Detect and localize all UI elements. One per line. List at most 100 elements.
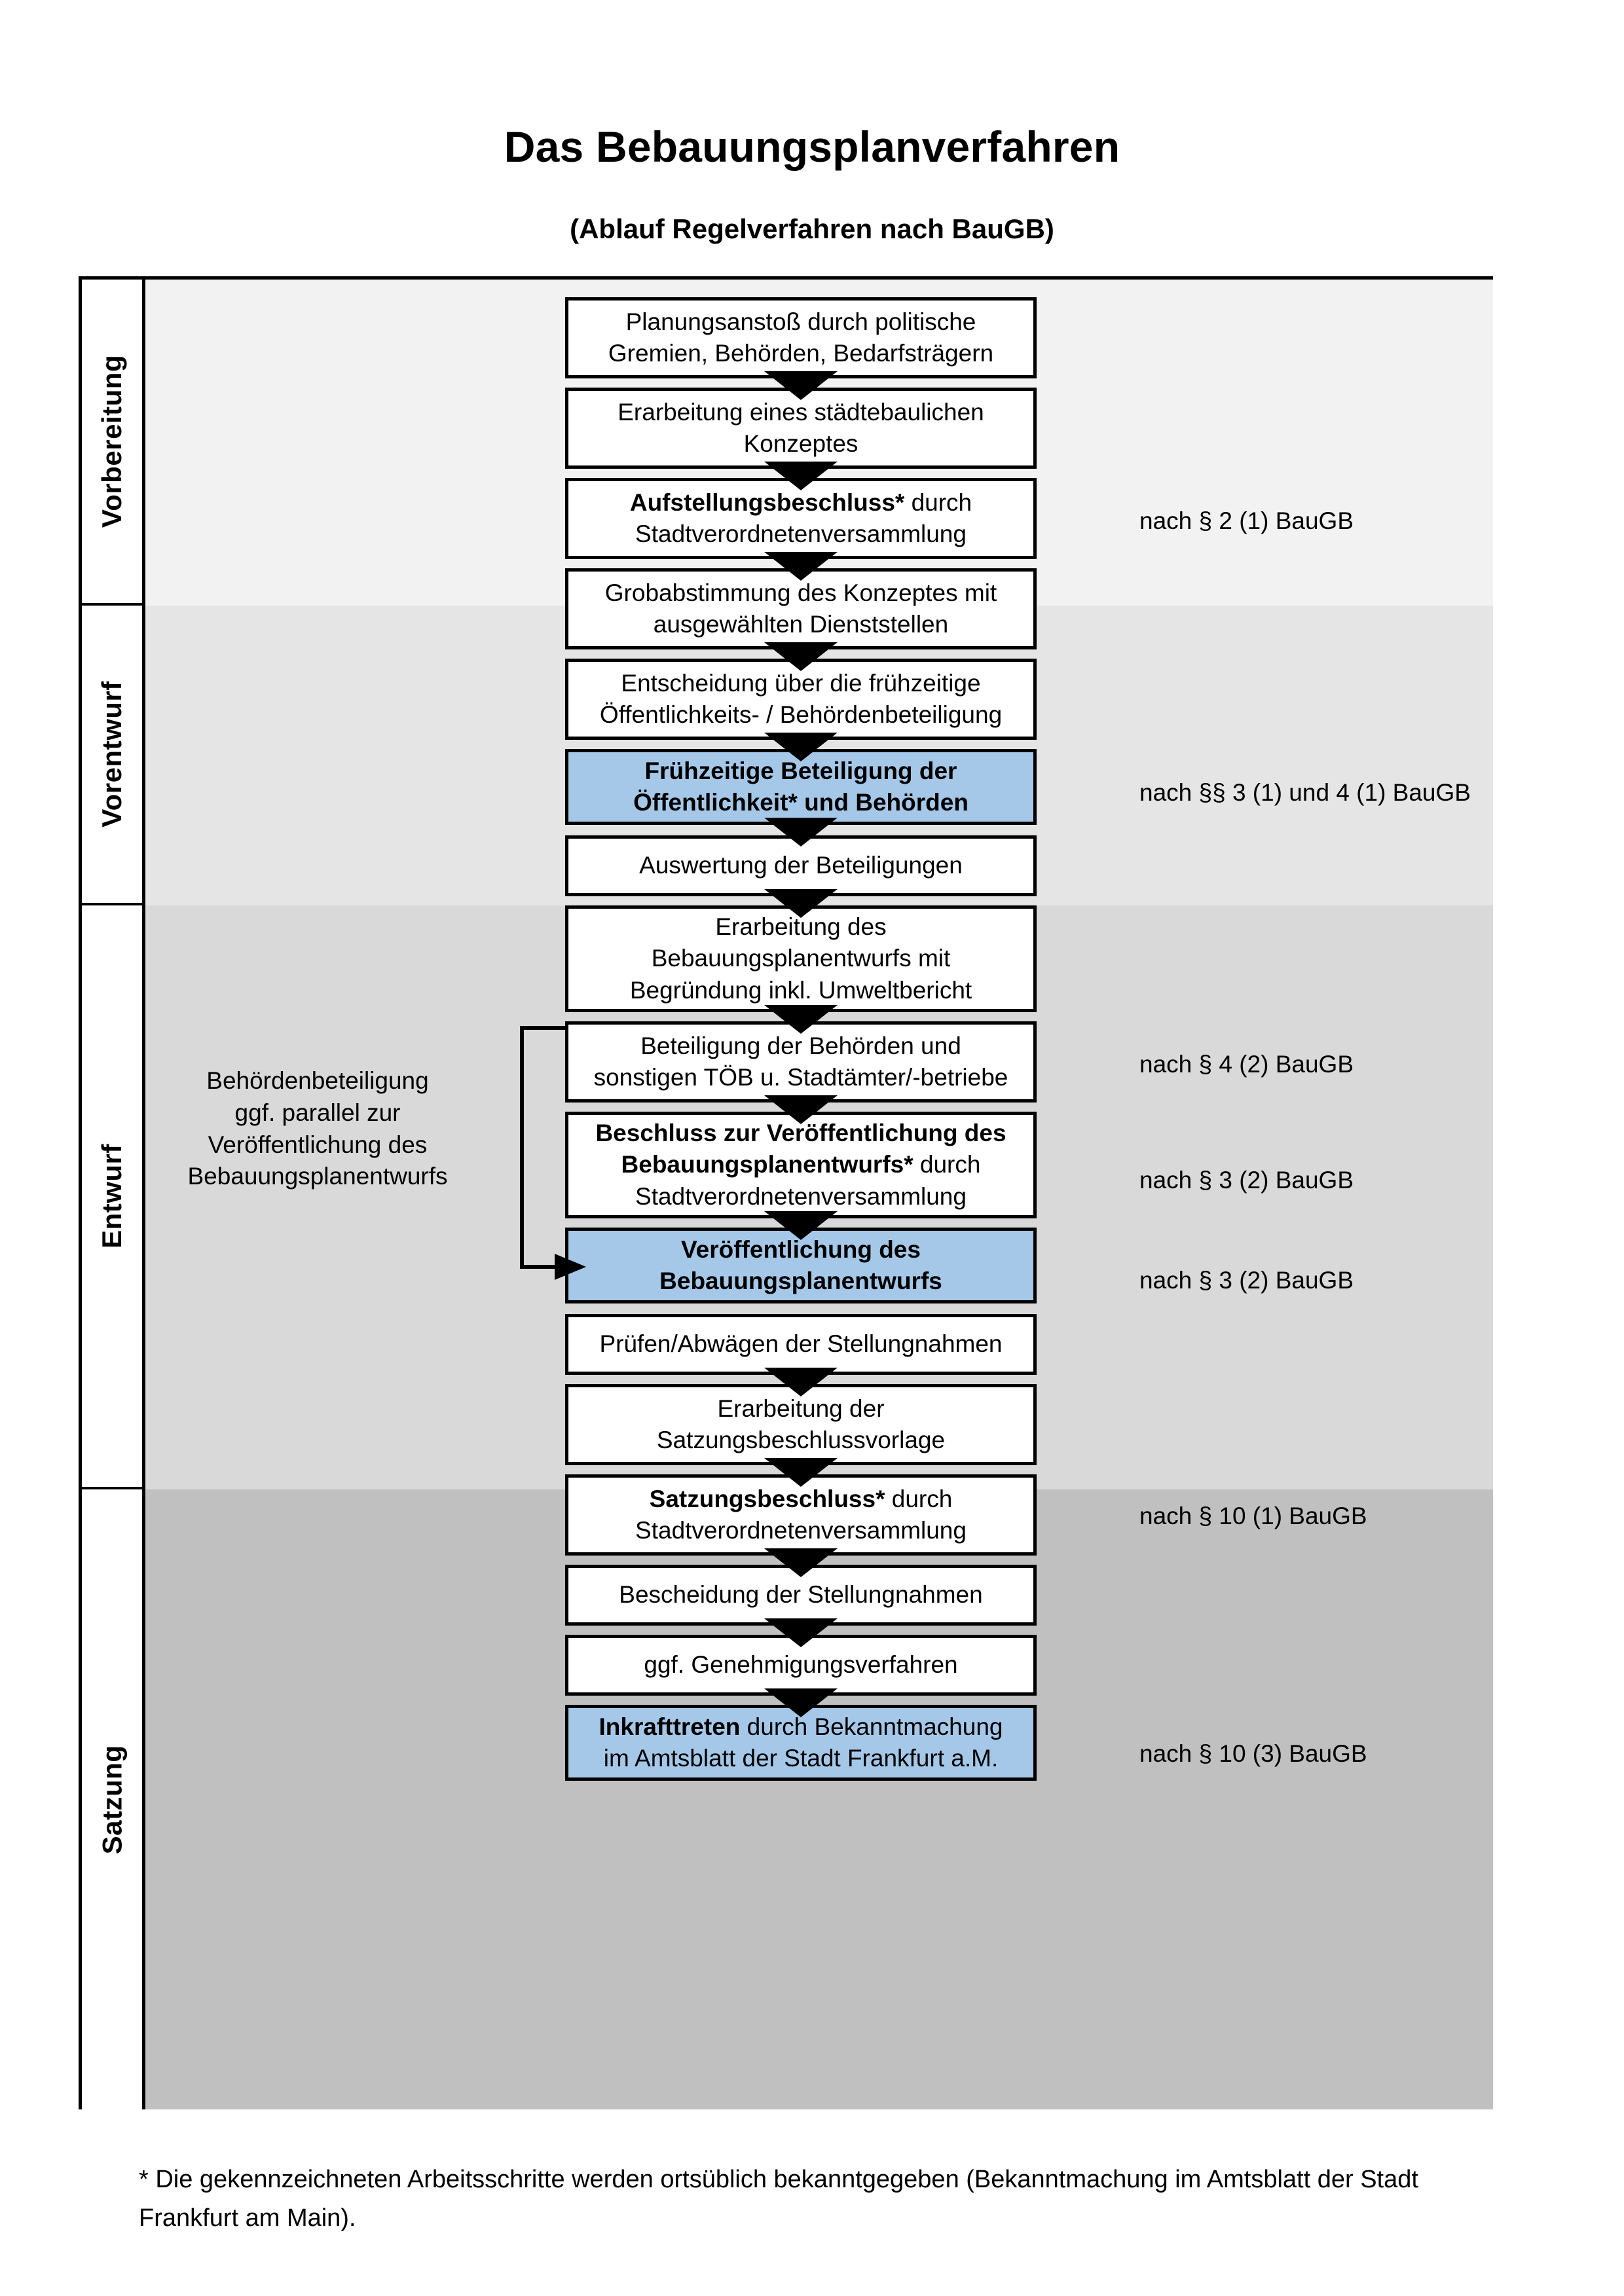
step-line-1-bold: Inkrafttreten xyxy=(599,1713,741,1740)
side-note-line-3: Veröffentlichung des xyxy=(208,1131,428,1158)
step-line-2: Bebauungsplanentwurfs mit xyxy=(651,945,951,972)
step-box-pruefen-abwaegen[interactable]: Prüfen/Abwägen der Stellungnahmen xyxy=(565,1314,1037,1375)
step-text: ggf. Genehmigungsverfahren xyxy=(644,1649,957,1681)
legal-ref-3-2-a: nach § 3 (2) BauGB xyxy=(1139,1167,1354,1194)
step-line-1: Veröffentlichung des xyxy=(681,1235,921,1263)
step-line-1-rest: durch xyxy=(885,1485,953,1512)
page-title: Das Bebauungsplanverfahren xyxy=(504,122,1120,171)
legal-ref-3-2-b: nach § 3 (2) BauGB xyxy=(1139,1267,1354,1294)
step-line-2: Konzeptes xyxy=(743,430,858,457)
step-box-auswertung-beteiligungen[interactable]: Auswertung der Beteiligungen xyxy=(565,835,1037,896)
step-box-entscheidung-fruehzeitige[interactable]: Entscheidung über die frühzeitige Öffent… xyxy=(565,659,1037,740)
step-text: Planungsanstoß durch politische Gremien,… xyxy=(608,306,993,369)
step-box-staedtebauliches-konzept[interactable]: Erarbeitung eines städtebaulichen Konzep… xyxy=(565,388,1037,469)
step-line-2: ausgewählten Dienststellen xyxy=(653,611,949,638)
legal-ref-3-1-4-1: nach §§ 3 (1) und 4 (1) BauGB xyxy=(1139,779,1471,806)
arrow-icon-9 xyxy=(764,1095,838,1124)
side-note-line-4: Bebauungsplanentwurfs xyxy=(187,1163,448,1190)
step-text: Erarbeitung des Bebauungsplanentwurfs mi… xyxy=(630,911,972,1006)
step-line-3: Stadtverordnetenversammlung xyxy=(635,1182,967,1210)
phase-label-satzung: Satzung xyxy=(96,1745,128,1854)
step-text: Beschluss zur Veröffentlichung des Bebau… xyxy=(595,1118,1006,1212)
legal-ref-10-1: nach § 10 (1) BauGB xyxy=(1139,1503,1367,1529)
arrow-icon-2 xyxy=(764,462,838,490)
legal-ref-10-3: nach § 10 (3) BauGB xyxy=(1139,1740,1367,1767)
step-box-beschluss-veroeffentlichung[interactable]: Beschluss zur Veröffentlichung des Bebau… xyxy=(565,1112,1037,1218)
flowchart-frame: Vorbereitung Vorentwurf Entwurf Satzung … xyxy=(79,276,1493,2109)
step-text: Inkrafttreten durch Bekanntmachung im Am… xyxy=(599,1711,1003,1774)
step-line-2: Stadtverordnetenversammlung xyxy=(635,1517,967,1544)
step-box-beteiligung-behoerden-toeb[interactable]: Beteiligung der Behörden und sonstigen T… xyxy=(565,1021,1037,1102)
phase-label-vorentwurf: Vorentwurf xyxy=(96,681,127,828)
step-line-1: Erarbeitung eines städtebaulichen xyxy=(618,398,984,426)
step-line-2: Öffentlichkeit* und Behörden xyxy=(633,789,969,816)
step-box-planungsanstoss[interactable]: Planungsanstoß durch politische Gremien,… xyxy=(565,297,1037,378)
step-text: Beteiligung der Behörden und sonstigen T… xyxy=(594,1030,1008,1093)
step-line-2: im Amtsblatt der Stadt Frankfurt a.M. xyxy=(603,1745,999,1772)
step-box-erarbeitung-bebauungsplanentwurf[interactable]: Erarbeitung des Bebauungsplanentwurfs mi… xyxy=(565,905,1037,1012)
arrow-icon-3 xyxy=(764,552,838,581)
arrow-icon-12 xyxy=(764,1368,838,1396)
step-line-1-rest: durch xyxy=(904,488,972,516)
phase-column-satzung: Satzung xyxy=(82,1489,145,2109)
step-line-2-bold: Bebauungsplanentwurfs* xyxy=(621,1151,913,1178)
arrow-icon-13 xyxy=(764,1458,838,1487)
step-line-2: Gremien, Behörden, Bedarfsträgern xyxy=(608,340,994,367)
step-line-2: Satzungsbeschlussvorlage xyxy=(656,1427,946,1453)
step-line-1-bold: Satzungsbeschluss* xyxy=(649,1485,885,1512)
arrow-icon-4 xyxy=(764,642,838,671)
step-line-2: sonstigen TÖB u. Stadtämter/-betriebe xyxy=(593,1064,1008,1091)
arrow-icon-1 xyxy=(764,371,838,400)
arrow-icon-5 xyxy=(764,733,838,761)
step-text: Frühzeitige Beteiligung der Öffentlichke… xyxy=(633,756,969,818)
step-line-1: Planungsanstoß durch politische xyxy=(625,308,976,335)
side-note-behoerdenbeteiligung: Behördenbeteiligung ggf. parallel zur Ve… xyxy=(170,1065,465,1193)
arrow-icon-6 xyxy=(764,818,838,847)
step-text: Aufstellungsbeschluss* durch Stadtverord… xyxy=(630,487,972,550)
step-line-1-bold: Beschluss zur Veröffentlichung des xyxy=(595,1120,1006,1147)
step-text: Prüfen/Abwägen der Stellungnahmen xyxy=(599,1328,1002,1360)
step-line-2-rest: durch xyxy=(913,1151,981,1178)
step-text: Satzungsbeschluss* durch Stadtverordnete… xyxy=(635,1484,967,1546)
footnote: * Die gekennzeichneten Arbeitsschritte w… xyxy=(139,2160,1501,2238)
page-subtitle: (Ablauf Regelverfahren nach BauGB) xyxy=(570,213,1054,244)
side-note-line-1: Behördenbeteiligung xyxy=(206,1067,429,1094)
step-line-1: Erarbeitung des xyxy=(715,913,887,941)
step-text: Erarbeitung der Satzungsbeschlussvorlage xyxy=(657,1393,945,1456)
phase-label-entwurf: Entwurf xyxy=(96,1144,127,1248)
phase-column-entwurf: Entwurf xyxy=(82,905,145,1489)
step-line-1: Auswertung der Beteiligungen xyxy=(639,852,963,879)
step-line-1: Beteiligung der Behörden und xyxy=(640,1032,961,1059)
step-line-1: ggf. Genehmigungsverfahren xyxy=(644,1651,958,1679)
arrow-icon-10 xyxy=(764,1211,838,1240)
step-line-2: Bebauungsplanentwurfs xyxy=(659,1267,942,1294)
side-note-line-2: ggf. parallel zur xyxy=(234,1099,401,1126)
footnote-line-2: Frankfurt am Main). xyxy=(139,2204,356,2232)
legal-ref-4-2: nach § 4 (2) BauGB xyxy=(1139,1051,1354,1078)
step-line-1: Erarbeitung der xyxy=(717,1394,885,1422)
step-text: Erarbeitung eines städtebaulichen Konzep… xyxy=(618,397,984,460)
step-text: Entscheidung über die frühzeitige Öffent… xyxy=(600,668,1002,731)
step-line-1: Entscheidung über die frühzeitige xyxy=(621,669,981,697)
footnote-line-1: * Die gekennzeichneten Arbeitsschritte w… xyxy=(139,2166,1418,2193)
arrow-icon-15 xyxy=(764,1618,838,1647)
step-line-3: Begründung inkl. Umweltbericht xyxy=(629,976,972,1004)
step-line-1: Bescheidung der Stellungnahmen xyxy=(619,1581,983,1609)
step-line-2: Öffentlichkeits- / Behördenbeteiligung xyxy=(599,701,1003,728)
arrow-icon-14 xyxy=(764,1548,838,1577)
step-line-1-bold: Aufstellungsbeschluss* xyxy=(629,488,905,516)
step-line-1-rest: durch Bekanntmachung xyxy=(740,1713,1003,1740)
step-line-2: Stadtverordnetenversammlung xyxy=(635,520,967,547)
step-text: Auswertung der Beteiligungen xyxy=(639,850,963,881)
phase-column-vorbereitung: Vorbereitung xyxy=(82,280,145,606)
step-text: Veröffentlichung des Bebauungsplanentwur… xyxy=(659,1234,942,1297)
step-text: Grobabstimmung des Konzeptes mit ausgewä… xyxy=(605,577,997,640)
step-line-1: Frühzeitige Beteiligung der xyxy=(644,757,957,784)
phase-label-vorbereitung: Vorbereitung xyxy=(96,354,128,528)
step-box-satzungsbeschluss[interactable]: Satzungsbeschluss* durch Stadtverordnete… xyxy=(565,1474,1037,1556)
arrow-icon-7 xyxy=(764,889,838,918)
phase-column-vorentwurf: Vorentwurf xyxy=(82,606,145,905)
step-line-1: Grobabstimmung des Konzeptes mit xyxy=(604,579,997,606)
arrow-icon-16 xyxy=(764,1688,838,1717)
legal-ref-2-1: nach § 2 (1) BauGB xyxy=(1139,507,1354,534)
